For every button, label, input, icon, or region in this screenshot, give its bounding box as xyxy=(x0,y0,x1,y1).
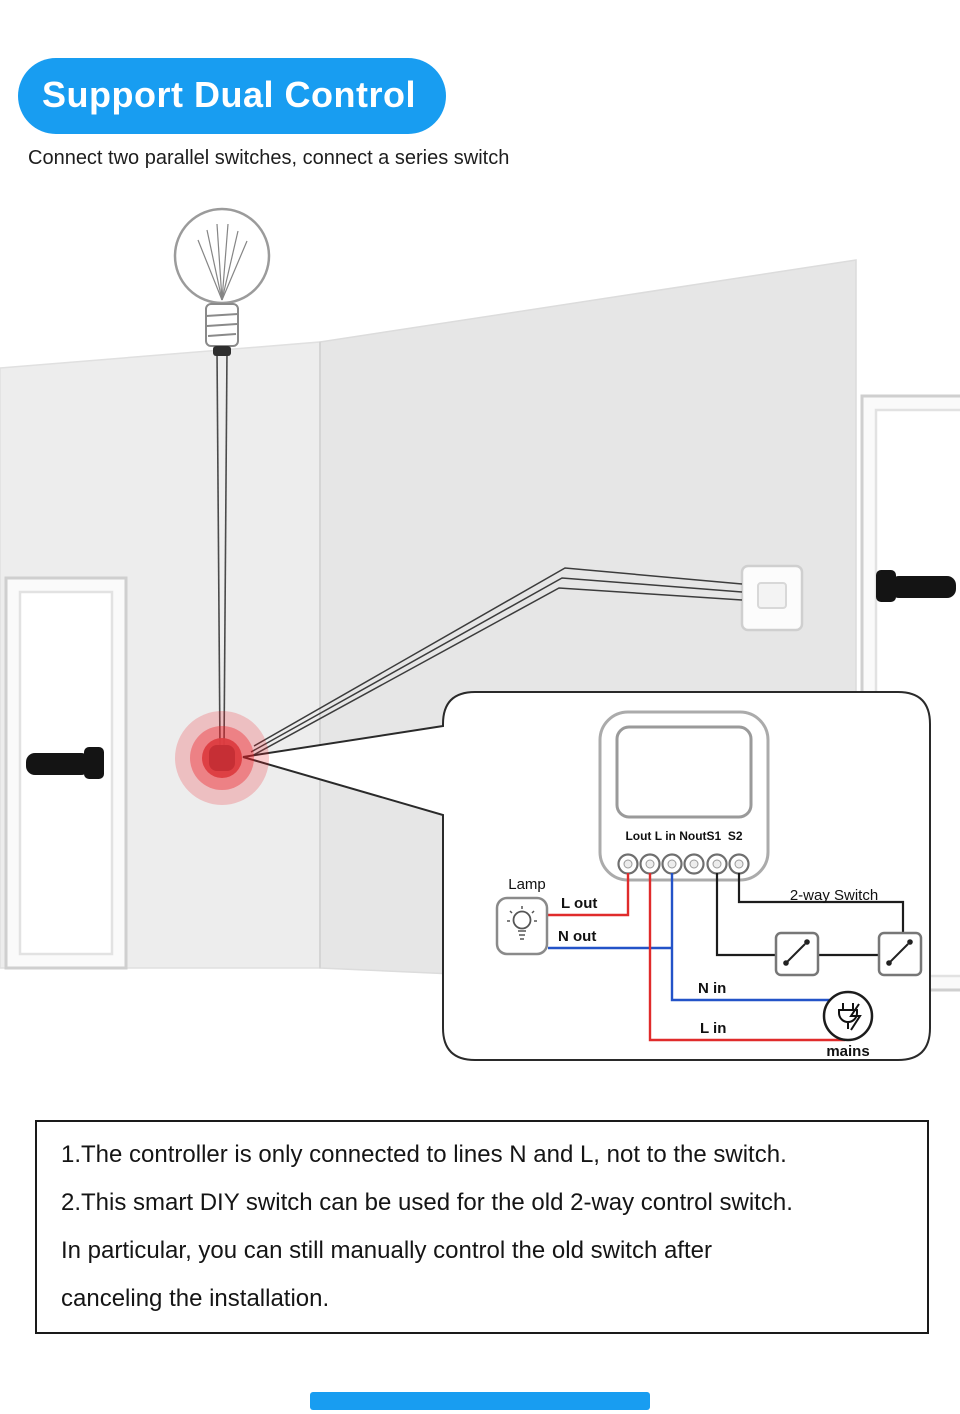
lamp-label: Lamp xyxy=(508,876,546,893)
switch-2-icon xyxy=(877,931,923,977)
wire-red-lout xyxy=(548,873,630,917)
note-line-4: canceling the installation. xyxy=(61,1285,330,1312)
n-out-label: N out xyxy=(558,928,596,945)
switch-1-icon xyxy=(774,931,820,977)
mains-label: mains xyxy=(826,1043,869,1060)
wire-black-s1 xyxy=(715,873,776,957)
right-door-handle-icon xyxy=(876,570,956,602)
wire-black-s2 xyxy=(737,873,905,933)
wall-switch xyxy=(740,564,804,632)
bottom-accent-bar xyxy=(310,1392,650,1410)
two-way-switch-label: 2-way Switch xyxy=(790,887,878,904)
bulb-cord xyxy=(216,349,228,751)
note-line-3: In particular, you can still manually co… xyxy=(61,1237,712,1264)
wire-red-lin xyxy=(648,873,845,1042)
note-line-2: 2.This smart DIY switch can be used for … xyxy=(61,1189,793,1216)
title-banner: Support Dual Control xyxy=(18,58,446,134)
wire-blue-nout-nin xyxy=(548,873,830,1002)
n-in-label: N in xyxy=(698,980,726,997)
smart-switch-device: Lout L in NoutS1 S2 xyxy=(598,710,770,882)
note-line-1: 1.The controller is only connected to li… xyxy=(61,1141,787,1168)
notes-box: 1.The controller is only connected to li… xyxy=(35,1120,929,1334)
left-door xyxy=(4,576,128,970)
l-in-label: L in xyxy=(700,1020,726,1037)
light-bulb-icon xyxy=(173,207,271,356)
left-door-handle-icon xyxy=(26,747,104,779)
terminals-label: Lout L in NoutS1 S2 xyxy=(625,829,742,843)
mains-plug-icon xyxy=(822,990,874,1042)
switch-cables xyxy=(247,567,743,759)
page-title: Support Dual Control xyxy=(42,74,416,115)
l-out-label: L out xyxy=(561,895,597,912)
smart-switch-location-glow xyxy=(175,711,269,805)
page-subtitle: Connect two parallel switches, connect a… xyxy=(28,147,510,169)
lamp-icon xyxy=(495,896,549,956)
wiring xyxy=(548,873,905,1042)
